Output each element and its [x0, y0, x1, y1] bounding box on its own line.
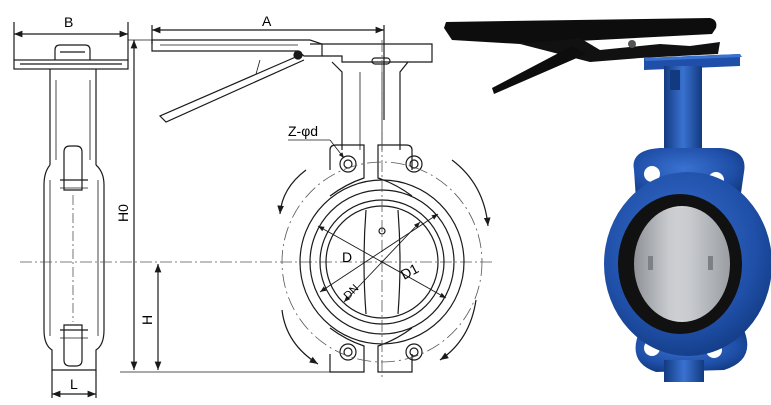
side-top-plate [13, 59, 129, 70]
photo-handle-bar [444, 18, 717, 44]
label-z-phi-d: Z-φd [288, 123, 318, 139]
arc-bottom-left [281, 309, 319, 365]
arc-top-right [451, 159, 491, 227]
lug-bottom-left [329, 327, 365, 373]
lug-top-right [377, 144, 413, 197]
handle-pivot [293, 50, 303, 60]
handle-bar [151, 39, 323, 57]
dimension-dn-line [343, 221, 421, 303]
label-dn: DN [342, 282, 362, 302]
side-stem-upper [63, 145, 83, 191]
handle-lever [158, 55, 305, 123]
label-a: A [262, 13, 272, 29]
bolt-hole-top-right-inner [409, 159, 419, 169]
photo-bolt-hole-tl [644, 166, 660, 182]
label-h: H [139, 315, 155, 325]
leader-z-arrow [329, 139, 345, 159]
bolt-hole-bottom-right [405, 343, 423, 361]
label-b: B [64, 14, 73, 30]
front-neck [331, 61, 409, 150]
photo-disc-hub [670, 208, 690, 320]
side-body-outline [43, 164, 105, 371]
handle-spring [255, 59, 261, 75]
bolt-hole-top-left [339, 155, 357, 173]
butterfly-valve-photo [444, 18, 771, 382]
bolt-hole-bottom-left [339, 343, 357, 361]
label-h0: H0 [115, 204, 131, 222]
ratchet-plate [310, 43, 433, 63]
photo-neck-shadow [670, 70, 680, 90]
photo-disc-mark-right [708, 256, 713, 270]
dimension-d-line [319, 213, 439, 293]
side-body-inner [49, 180, 99, 336]
photo-lever [492, 46, 586, 94]
ratchet-slot [371, 57, 391, 65]
photo-handle-screw [628, 40, 636, 48]
bolt-hole-bottom-right-inner [409, 347, 419, 357]
lug-bottom-right [377, 327, 413, 373]
photo-disc-mark-left [648, 256, 653, 270]
side-knob [54, 44, 91, 60]
bolt-hole-bottom-left-inner [343, 347, 353, 357]
arc-bottom-right [439, 299, 477, 361]
side-stem-lower [63, 324, 83, 367]
front-view [151, 25, 491, 380]
label-l: L [70, 376, 78, 392]
photo-top-plate-highlight [644, 54, 742, 61]
label-d: D [342, 249, 352, 265]
photo-bottom-stub [664, 360, 704, 382]
side-view [13, 22, 129, 398]
label-d1: D1 [398, 260, 422, 283]
lug-top-left [329, 144, 365, 197]
bolt-hole-top-right [405, 155, 423, 173]
arc-top-left [277, 169, 307, 215]
